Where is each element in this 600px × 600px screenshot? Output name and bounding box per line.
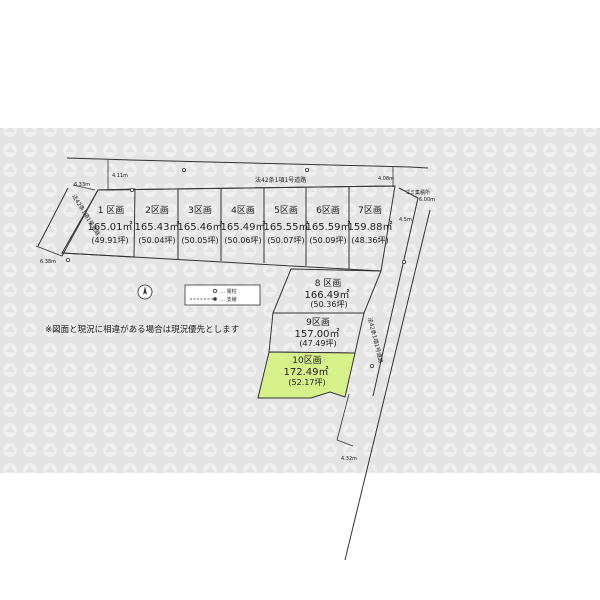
lot-area: 166.49㎡ — [305, 289, 350, 301]
lot-7[interactable]: 7区画 159.88㎡ (48.36坪) — [348, 205, 393, 245]
road-top-label: 法42条1項1号道路 — [255, 176, 306, 184]
dim-d2: 4.08m — [378, 176, 394, 182]
lot-tsubo: (50.09坪) — [309, 236, 346, 245]
dim-d1: 4.11m — [112, 173, 128, 179]
lot-tsubo: (49.91坪) — [91, 236, 128, 245]
dim-markers — [35, 160, 394, 447]
legend-stay-icon — [190, 297, 217, 301]
lot-10-area[interactable] — [257, 351, 356, 399]
lot-area: 165.43㎡ — [135, 221, 180, 233]
lot-2[interactable]: 2区画 165.43㎡ (50.04坪) — [135, 205, 180, 245]
lot-name: 7区画 — [358, 205, 382, 216]
lot-name: 6区画 — [316, 205, 340, 216]
lot-5[interactable]: 5区画 165.55㎡ (50.07坪) — [264, 205, 309, 245]
dim-d6: 4.32m — [341, 456, 357, 462]
lot-labels: 1 区画 165.01㎡ (49.91坪) 2区画 165.43㎡ (50.04… — [88, 205, 393, 387]
lot-area: 165.49㎡ — [221, 221, 266, 233]
lot-area: 165.59㎡ — [306, 221, 351, 233]
dim-d4: 6.38m — [40, 259, 56, 265]
dim-arrows: 4.11m 4.08m 6.33m 6.38m 4.5m 4.32m ゴミ集積所… — [40, 173, 435, 462]
watermark-band — [0, 128, 600, 473]
legend-pole-label: … 電柱 — [220, 288, 237, 295]
garbage-dim: 6.00m — [419, 197, 435, 203]
legend-pole-icon — [212, 288, 217, 293]
lot-tsubo: (50.06坪) — [224, 236, 261, 245]
lot-area: 159.88㎡ — [348, 221, 393, 233]
dim-d5: 4.5m — [399, 217, 412, 223]
pole-icon — [181, 167, 186, 172]
legend-stay-label: … 支線 — [220, 296, 237, 303]
lot-1[interactable]: 1 区画 165.01㎡ (49.91坪) — [88, 205, 133, 245]
lot-name: 3区画 — [188, 205, 212, 216]
lot-tsubo: (48.36坪) — [351, 236, 388, 245]
lot-name: 4区画 — [231, 205, 255, 216]
legend: … 電柱 … 支線 — [184, 284, 261, 306]
north-arrow-icon — [137, 284, 153, 300]
lot-area: 172.49㎡ — [284, 366, 329, 378]
pole-icon — [401, 259, 406, 264]
lot-tsubo: (50.04坪) — [138, 236, 175, 245]
pole-icon — [129, 187, 134, 192]
lot-name: 5区画 — [274, 205, 298, 216]
lot-tsubo: (50.36坪) — [310, 300, 347, 309]
lot-tsubo: (47.49坪) — [299, 339, 336, 348]
pole-icon — [66, 257, 71, 262]
lot-name: 9区画 — [306, 317, 330, 328]
lot-area: 157.00㎡ — [295, 328, 340, 340]
lot-tsubo: (50.05坪) — [181, 236, 218, 245]
right-road — [344, 187, 431, 561]
lot-4[interactable]: 4区画 165.49㎡ (50.06坪) — [221, 205, 266, 245]
dim-d3: 6.33m — [74, 182, 90, 188]
pole-icon — [304, 167, 309, 172]
disclaimer-note: ※図面と現況に相違がある場合は現況優先とします — [45, 324, 239, 335]
lot-name: 2区画 — [145, 205, 169, 216]
lot-10[interactable]: 10区画 172.49㎡ (52.17坪) — [284, 355, 329, 387]
lot-area: 165.55㎡ — [264, 221, 309, 233]
lot-9[interactable]: 9区画 157.00㎡ (47.49坪) — [295, 317, 340, 348]
lot-6[interactable]: 6区画 165.59㎡ (50.09坪) — [306, 205, 351, 245]
lot-8[interactable]: 8 区画 166.49㎡ (50.36坪) — [305, 278, 350, 309]
lot-area: 165.01㎡ — [88, 221, 133, 233]
lot-tsubo: (50.07坪) — [267, 236, 304, 245]
lot-name: 1 区画 — [98, 205, 125, 216]
lot-name: 10区画 — [292, 355, 321, 366]
utility-poles — [66, 167, 406, 368]
garbage-label: ゴミ集積所 — [405, 189, 430, 196]
lot-tsubo: (52.17坪) — [288, 378, 325, 387]
lot-3[interactable]: 3区画 165.46㎡ (50.05坪) — [178, 205, 223, 245]
lot-name: 8 区画 — [315, 278, 342, 289]
pole-icon — [369, 363, 374, 368]
lot-area: 165.46㎡ — [178, 221, 223, 233]
